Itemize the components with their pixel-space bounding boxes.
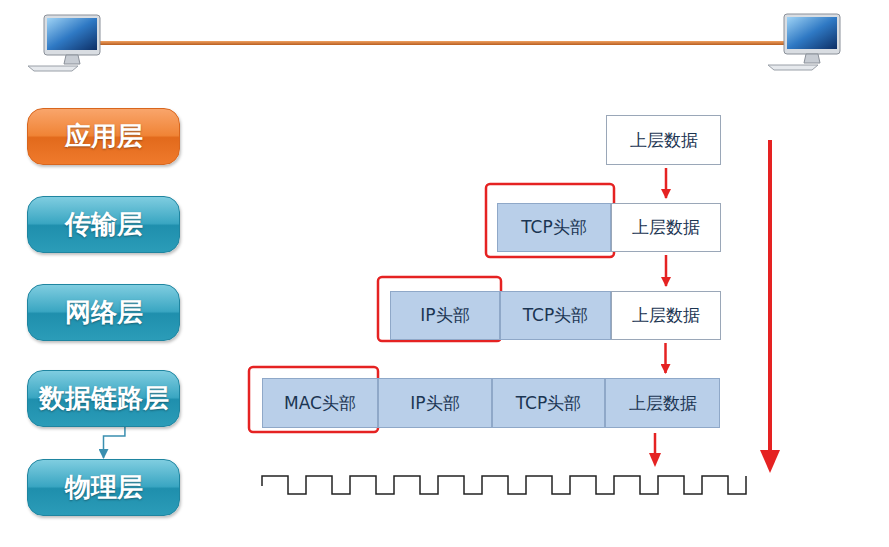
data-cell: 上层数据 bbox=[606, 115, 721, 165]
data-cell: 上层数据 bbox=[611, 203, 721, 252]
layer-button: 应用层 bbox=[27, 108, 180, 165]
header-cell: TCP头部 bbox=[497, 203, 611, 252]
cell-label: 上层数据 bbox=[632, 216, 700, 239]
flow-arrow bbox=[665, 255, 668, 286]
layer-label: 数据链路层 bbox=[39, 381, 169, 416]
big-down-arrow bbox=[760, 140, 780, 473]
network-cable bbox=[96, 41, 798, 45]
cell-label: IP头部 bbox=[410, 392, 459, 415]
cell-label: TCP头部 bbox=[523, 304, 589, 327]
cell-label: 上层数据 bbox=[630, 129, 698, 152]
cell-label: 上层数据 bbox=[632, 304, 700, 327]
square-wave bbox=[262, 476, 746, 494]
flow-arrow bbox=[664, 343, 667, 373]
computer-left bbox=[28, 15, 100, 71]
layer-button: 传输层 bbox=[27, 196, 180, 253]
cell-label: IP头部 bbox=[420, 304, 469, 327]
layer-button: 网络层 bbox=[27, 284, 180, 341]
layer-connector bbox=[104, 427, 125, 458]
cell-label: TCP头部 bbox=[516, 392, 582, 415]
header-cell: IP头部 bbox=[378, 378, 492, 428]
flow-arrow bbox=[649, 433, 661, 467]
layer-label: 应用层 bbox=[65, 119, 143, 154]
flow-arrow bbox=[665, 168, 668, 198]
header-cell: MAC头部 bbox=[262, 378, 378, 428]
cell-label: TCP头部 bbox=[521, 216, 587, 239]
highlight-box bbox=[486, 184, 614, 257]
highlight-box bbox=[249, 367, 378, 432]
header-cell: TCP头部 bbox=[492, 378, 605, 428]
highlight-box bbox=[378, 277, 501, 341]
cell-label: 上层数据 bbox=[629, 392, 697, 415]
data-cell: 上层数据 bbox=[605, 378, 720, 428]
header-cell: IP头部 bbox=[390, 291, 500, 340]
layer-button: 数据链路层 bbox=[27, 370, 180, 427]
layer-button: 物理层 bbox=[27, 459, 180, 516]
layer-label: 传输层 bbox=[65, 207, 143, 242]
header-cell: TCP头部 bbox=[500, 291, 611, 340]
data-cell: 上层数据 bbox=[611, 291, 721, 340]
layer-label: 网络层 bbox=[65, 295, 143, 330]
layer-label: 物理层 bbox=[65, 470, 143, 505]
cell-label: MAC头部 bbox=[284, 392, 356, 415]
computer-right bbox=[768, 14, 840, 70]
